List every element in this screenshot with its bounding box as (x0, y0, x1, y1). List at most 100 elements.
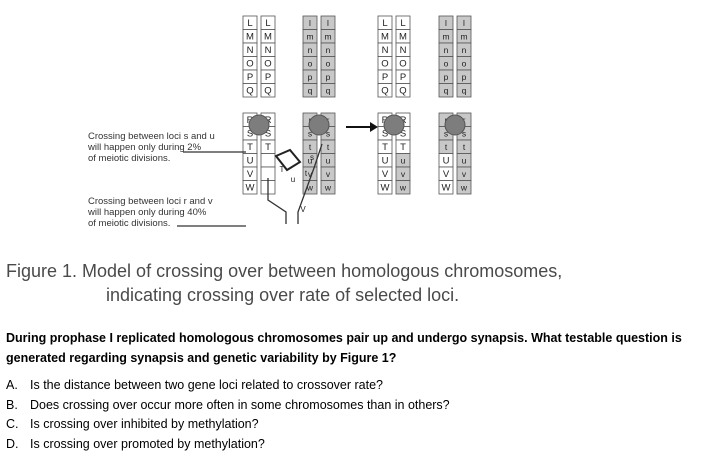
locus-cell (395, 180, 411, 195)
locus-label: P (400, 72, 406, 83)
locus-label: l (445, 18, 447, 28)
crossover-locus-label: u (291, 175, 295, 184)
locus-cell (260, 83, 276, 98)
locus-label: O (381, 59, 388, 70)
locus-cell (456, 180, 472, 195)
centromere-before-recessive (308, 114, 330, 136)
locus-label: M (246, 32, 254, 43)
locus-label: u (401, 156, 406, 166)
centromere-after-recessive (444, 114, 466, 136)
locus-label: O (399, 59, 406, 70)
locus-label: p (308, 72, 313, 82)
chromatid-after-3: lmnopqrstUVW (438, 15, 454, 195)
locus-label: v (462, 169, 467, 179)
locus-label: Q (399, 86, 406, 97)
locus-label: Q (381, 86, 388, 97)
locus-label: W (442, 183, 451, 194)
option-text: Is crossing over inhibited by methylatio… (30, 417, 259, 431)
chromatid-before-4: lmnopqrstuvw (320, 15, 336, 195)
locus-label: M (399, 32, 407, 43)
figure-caption: Figure 1. Model of crossing over between… (0, 259, 704, 307)
locus-label: s (308, 129, 312, 139)
locus-label: N (400, 45, 407, 56)
locus-cell (302, 83, 318, 98)
centromere-after-dominant (383, 114, 405, 136)
option-b[interactable]: B.Does crossing over occur more often in… (6, 396, 696, 416)
figure-1: LMNOPQRSTUVWLMNOPQRSTlmnopqrstuvwlmnopqr… (88, 15, 472, 229)
locus-label: T (265, 142, 271, 153)
locus-label: P (247, 72, 253, 83)
chromatid-group: LMNOPQRSTUVWLMNOPQRSTlmnopqrstuvwlmnopqr… (242, 15, 472, 214)
locus-label: t (445, 142, 448, 152)
locus-cell (260, 153, 276, 168)
locus-label: p (326, 72, 331, 82)
option-c[interactable]: C. Is crossing over inhibited by methylat… (6, 415, 696, 435)
locus-label: U (382, 156, 389, 167)
locus-label: L (247, 18, 252, 29)
locus-label: V (443, 169, 450, 180)
option-letter: D. (6, 436, 19, 451)
chromatid-before-1: LMNOPQRSTUVW (242, 15, 258, 195)
answer-options: A.Is the distance between two gene loci … (6, 376, 696, 454)
locus-label: W (381, 183, 390, 194)
locus-label: p (444, 72, 449, 82)
locus-label: s (462, 129, 466, 139)
locus-label: l (327, 18, 329, 28)
crossover-locus-label: T (280, 165, 285, 174)
locus-label: q (308, 86, 313, 96)
locus-cell (377, 180, 393, 195)
locus-label: V (247, 169, 254, 180)
locus-label: L (400, 18, 405, 29)
locus-label: T (382, 142, 388, 153)
locus-cell (438, 180, 454, 195)
locus-label: l (463, 18, 465, 28)
locus-cell (395, 83, 411, 98)
annotation-crossing-r-v: Crossing between loci r and v will happe… (88, 196, 213, 229)
locus-label: M (381, 32, 389, 43)
locus-label: N (247, 45, 254, 56)
locus-label: P (382, 72, 388, 83)
locus-label: U (443, 156, 450, 167)
locus-label: L (265, 18, 270, 29)
chromatid-before-2: LMNOPQRST (260, 15, 276, 195)
option-a[interactable]: A.Is the distance between two gene loci … (6, 376, 696, 396)
crossover-strand-2 (267, 178, 287, 224)
locus-label: w (460, 183, 468, 193)
locus-label: w (324, 183, 332, 193)
option-d[interactable]: D.Is crossing over promoted by methylati… (6, 435, 696, 455)
locus-label: o (308, 59, 313, 69)
locus-label: o (444, 59, 449, 69)
chromatid-after-4: lmnopqrstuvw (456, 15, 472, 195)
transition-arrow (346, 122, 378, 132)
locus-label: q (444, 86, 449, 96)
locus-label: p (462, 72, 467, 82)
option-letter: C. (6, 417, 19, 431)
locus-label: P (265, 72, 271, 83)
locus-label: v (326, 169, 331, 179)
locus-label: t (309, 142, 312, 152)
locus-label: t (463, 142, 466, 152)
chromosome-diagram: LMNOPQRSTUVWLMNOPQRSTlmnopqrstuvwlmnopqr… (177, 15, 472, 227)
locus-cell (320, 180, 336, 195)
locus-label: L (382, 18, 387, 29)
caption-line-2: indicating crossing over rate of selecte… (106, 285, 460, 305)
crossover-lines (177, 143, 323, 227)
locus-label: l (309, 18, 311, 28)
option-letter: B. (6, 397, 18, 412)
locus-label: n (326, 45, 331, 55)
locus-label: O (246, 59, 253, 70)
locus-label: V (382, 169, 389, 180)
centromere-before-dominant (248, 114, 270, 136)
locus-label: q (326, 86, 331, 96)
locus-cell (242, 83, 258, 98)
crossover-strand-3 (297, 143, 323, 224)
crossover-locus-label: V (300, 205, 306, 214)
locus-label: o (326, 59, 331, 69)
chromatid-after-2: LMNOPQRSTuvw (395, 15, 411, 195)
locus-label: S (247, 129, 253, 140)
locus-cell (377, 83, 393, 98)
locus-cell (456, 83, 472, 98)
locus-label: S (265, 129, 271, 140)
locus-label: t (327, 142, 330, 152)
crossover-loop-1 (274, 148, 302, 172)
